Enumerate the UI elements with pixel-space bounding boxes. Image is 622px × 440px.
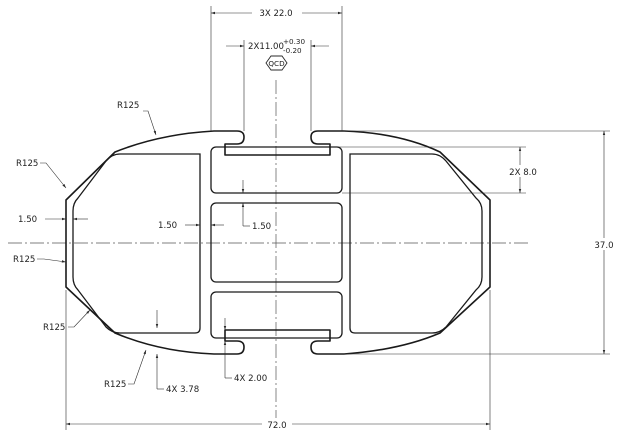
radius-leader-left-mid	[37, 258, 67, 263]
dim-label-slot-height: 2X 8.0	[509, 168, 537, 178]
qcd-tag-label: QCD	[268, 59, 285, 68]
dim-bg-slot	[506, 165, 540, 177]
radius-label-left-mid: R125	[13, 255, 35, 265]
center-middle-cavity	[210, 202, 343, 283]
dim-label-tolerance-minus: -0.20	[283, 46, 302, 55]
dim-label-total-width: 72.0	[267, 421, 286, 431]
dim-bg-top	[252, 6, 302, 19]
left-cavity	[72, 153, 201, 334]
radius-label-left-upper: R125	[16, 159, 38, 169]
dim-label-tolerance-nominal: 2X11.00	[248, 42, 284, 52]
qcd-hexagon-icon	[265, 55, 288, 71]
radius-label-bottom-left: R125	[104, 380, 126, 390]
dim-bg-height	[590, 238, 618, 250]
radius-leader-bottom-left	[128, 349, 147, 385]
dim-label-top-width: 3X 22.0	[259, 9, 292, 19]
dim-bg-total	[262, 418, 292, 430]
dim-label-tolerance-plus: +0.30	[283, 37, 305, 46]
dim-label-wall-center-left: 1.50	[158, 221, 177, 231]
radius-label-top-left: R125	[117, 101, 139, 111]
radius-leader-top-left	[143, 110, 157, 136]
radius-leader-left-lower	[68, 309, 91, 328]
profile-outer-outline	[65, 130, 491, 355]
dim-label-slot-gap: 4X 2.00	[234, 374, 267, 384]
center-upper-slot	[210, 146, 343, 194]
dim-label-wall-left: 1.50	[18, 215, 37, 225]
center-lower-slot	[210, 291, 343, 339]
dim-label-height: 37.0	[594, 241, 613, 251]
right-cavity	[349, 153, 483, 334]
radius-label-left-lower: R125	[43, 323, 65, 333]
dim-label-wall-center-right: 1.50	[252, 222, 271, 232]
radius-leader-left-upper	[40, 162, 67, 189]
dim-label-slot-depth: 4X 3.78	[166, 385, 199, 395]
